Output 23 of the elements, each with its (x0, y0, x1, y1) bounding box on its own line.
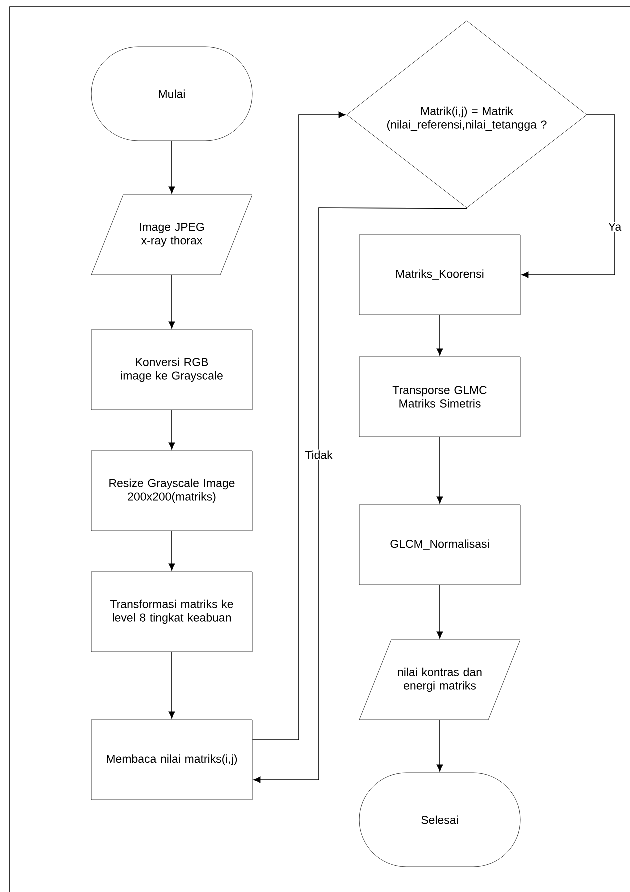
process-box: GLCM_Normalisasi (359, 504, 521, 586)
arrow (436, 720, 444, 772)
arrow (168, 530, 176, 571)
process-box: Transformasi matriks ke level 8 tingkat keabuan (91, 572, 253, 652)
data-parallelogram: Image JPEG x-ray thorax (91, 194, 253, 276)
arrow (522, 114, 616, 278)
process-box: Resize Grayscale Image 200x200(matriks) (91, 450, 253, 532)
edge-label: Tidak (304, 450, 334, 460)
data-parallelogram: nilai kontras dan energi matriks (359, 640, 521, 720)
process-box: Transporse GLMC Matriks Simetris (359, 356, 521, 438)
arrow (168, 274, 176, 329)
process-box: Matriks_Koorensi (359, 234, 521, 316)
arrow (168, 652, 176, 719)
arrow (168, 410, 176, 450)
arrow (168, 140, 176, 194)
edge-label: Ya (607, 222, 623, 232)
process-box: Membaca nilai matriks(i,j) (91, 720, 253, 800)
arrow (252, 112, 346, 740)
arrow (436, 314, 444, 356)
process-box: Konversi RGB image ke Grayscale (91, 330, 253, 410)
arrow (254, 208, 468, 784)
arrow (436, 436, 444, 504)
arrow (436, 584, 444, 639)
